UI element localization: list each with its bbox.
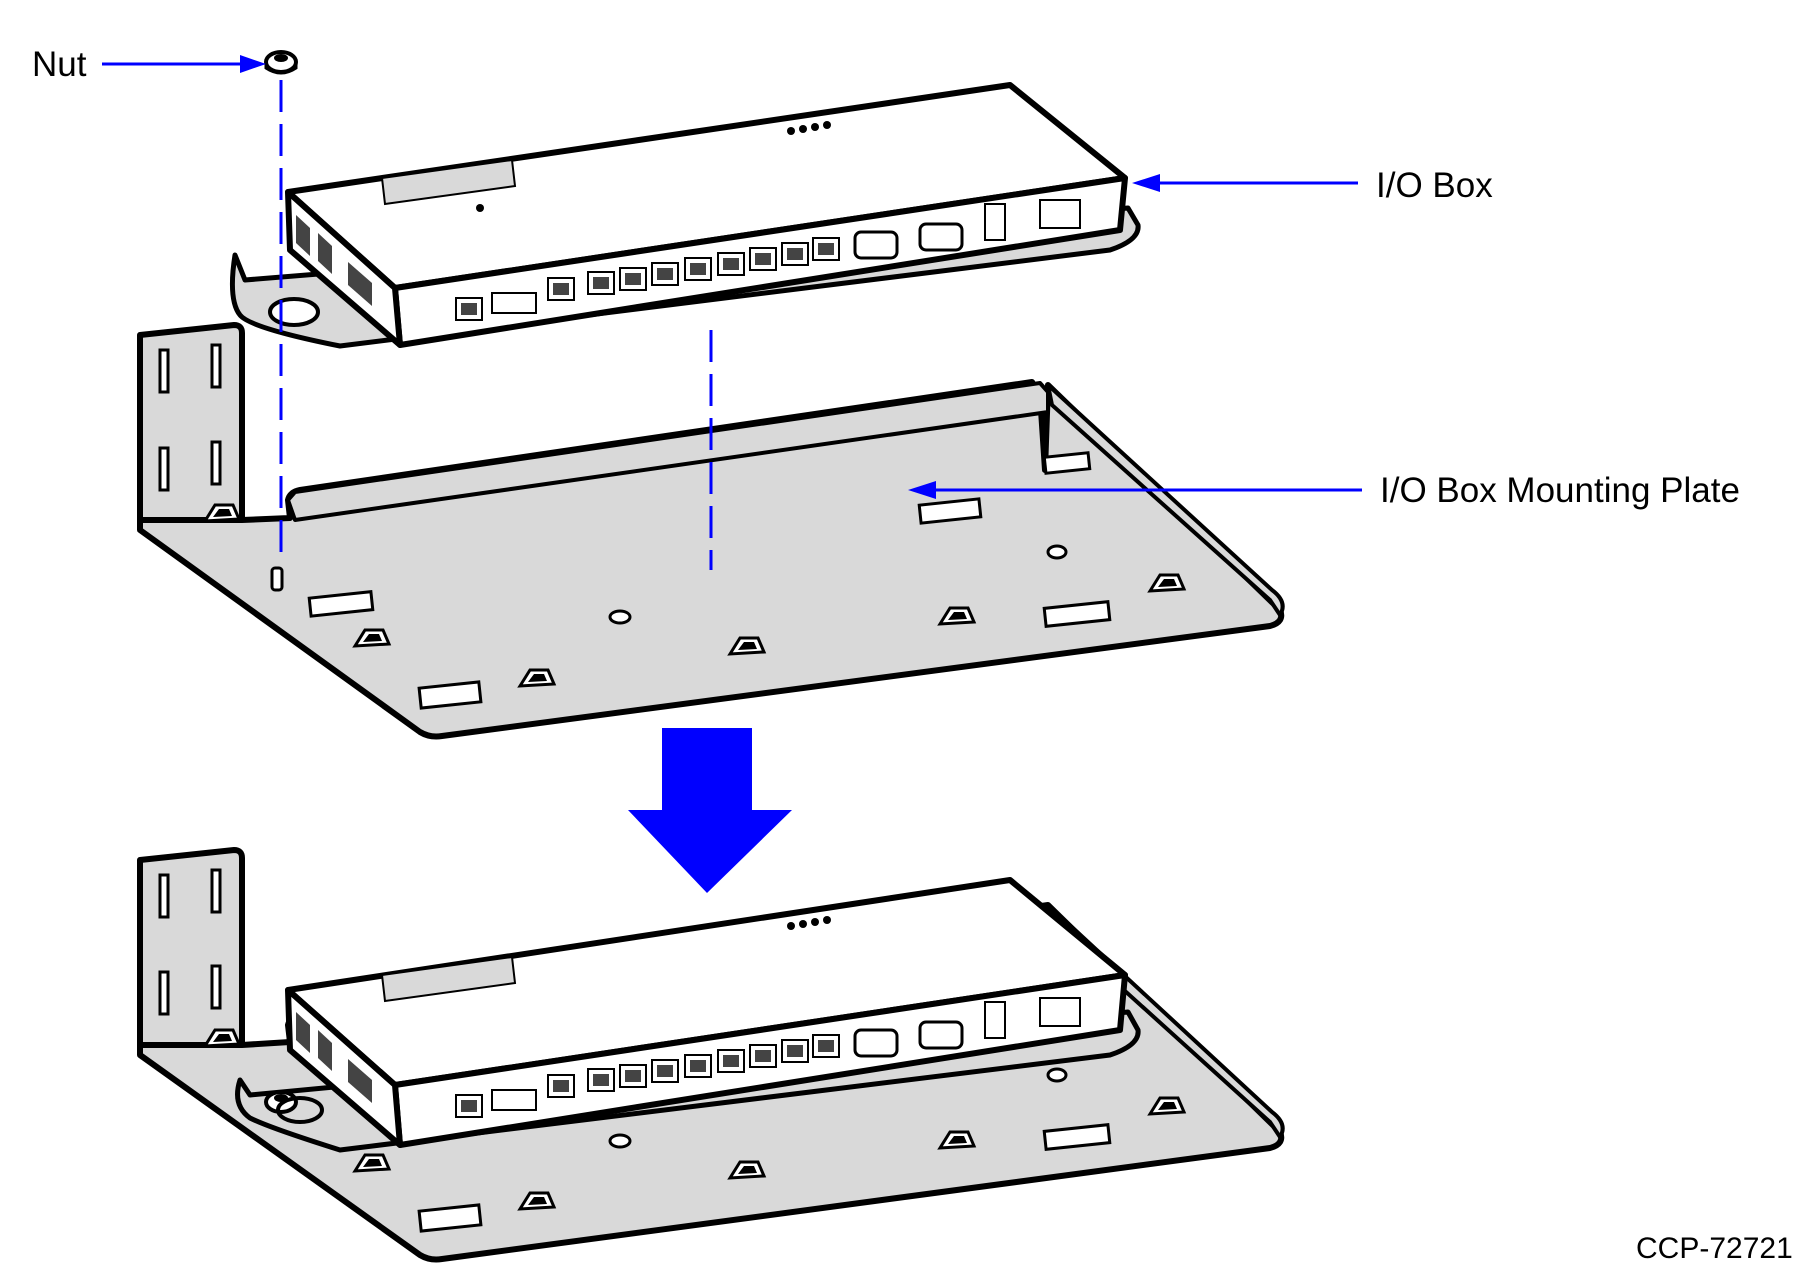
- installed-nut-icon: [264, 1090, 324, 1124]
- io-box-top: [229, 82, 1141, 349]
- io-box-label: I/O Box: [1376, 166, 1493, 205]
- assembled-view: [137, 847, 1285, 1263]
- nut-icon: [264, 50, 298, 75]
- figure-id: CCP-72721: [1636, 1232, 1793, 1265]
- io-box-bottom: [235, 877, 1141, 1153]
- down-arrow-icon: [628, 728, 792, 893]
- nut-label: Nut: [32, 45, 87, 84]
- exploded-view: [137, 50, 1285, 740]
- callout-arrows: [102, 55, 1362, 499]
- mounting-plate-label: I/O Box Mounting Plate: [1380, 471, 1740, 510]
